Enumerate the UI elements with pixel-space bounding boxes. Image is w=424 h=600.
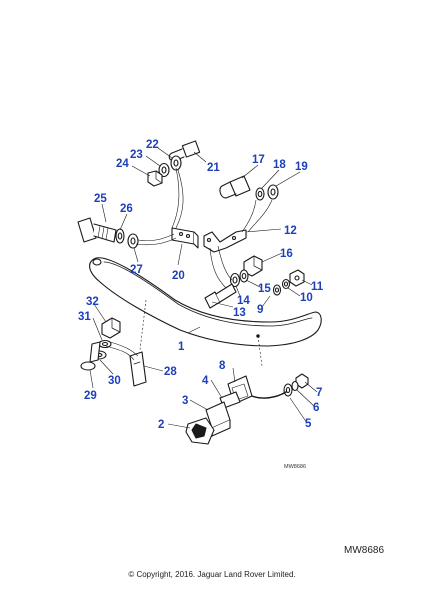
callout-20: 20	[172, 270, 185, 282]
bolt-29	[80, 341, 101, 371]
bolt-25	[77, 217, 117, 243]
callout-5: 5	[305, 418, 312, 430]
washer-6	[291, 380, 299, 392]
washer-27	[127, 233, 139, 249]
washer-15	[239, 269, 249, 283]
callout-9: 9	[257, 304, 263, 316]
bracket-28	[129, 351, 147, 387]
callout-1: 1	[178, 341, 185, 353]
bumper-bar	[89, 257, 322, 347]
nut-11	[289, 269, 305, 287]
callouts: 1 2 3 4 5 6 7 8 9 10 11 12 13 14 15 16 1…	[78, 139, 324, 431]
callout-6: 6	[313, 402, 319, 414]
drawing-code: MW8686	[344, 545, 385, 556]
callout-18: 18	[273, 159, 286, 171]
callout-27: 27	[130, 264, 143, 276]
callout-21: 21	[207, 162, 220, 174]
callout-15: 15	[258, 283, 271, 295]
callout-2: 2	[158, 419, 164, 431]
callout-24: 24	[116, 158, 129, 170]
callout-29: 29	[84, 390, 97, 402]
callout-13: 13	[233, 307, 246, 319]
washer-14	[229, 272, 241, 288]
washer-5	[283, 383, 293, 397]
copyright-notice: © Copyright, 2016. Jaguar Land Rover Lim…	[128, 570, 296, 579]
callout-10: 10	[300, 292, 313, 304]
callout-12: 12	[284, 225, 297, 237]
washer-23	[158, 162, 170, 178]
washer-18	[255, 187, 265, 201]
washer-26	[115, 228, 125, 244]
callout-4: 4	[202, 375, 209, 387]
washer-19	[267, 184, 279, 200]
washer-31	[98, 339, 112, 349]
callout-32: 32	[86, 296, 99, 308]
nut-24	[147, 170, 163, 187]
callout-8: 8	[219, 360, 226, 372]
drawing-code-small: MW8686	[284, 464, 306, 470]
washer-9	[272, 284, 282, 296]
callout-28: 28	[164, 366, 177, 378]
callout-19: 19	[295, 161, 308, 173]
callout-31: 31	[78, 311, 91, 323]
nut-32	[101, 317, 121, 339]
callout-16: 16	[280, 248, 293, 260]
callout-23: 23	[130, 149, 143, 161]
callout-30: 30	[108, 375, 121, 387]
callout-11: 11	[311, 281, 324, 293]
washer-22	[170, 155, 182, 171]
bracket-12	[203, 229, 247, 253]
callout-14: 14	[237, 295, 250, 307]
bracket-20	[171, 227, 199, 249]
block-3	[205, 401, 231, 437]
bolt-17	[219, 175, 251, 199]
bolt-13	[204, 283, 237, 309]
callout-26: 26	[120, 203, 133, 215]
callout-17: 17	[252, 154, 265, 166]
leader-lines	[89, 147, 318, 429]
washer-10	[281, 278, 291, 290]
callout-3: 3	[182, 395, 188, 407]
callout-22: 22	[146, 139, 159, 151]
callout-7: 7	[316, 387, 322, 399]
callout-25: 25	[94, 193, 107, 205]
badge-block-2	[185, 417, 215, 445]
